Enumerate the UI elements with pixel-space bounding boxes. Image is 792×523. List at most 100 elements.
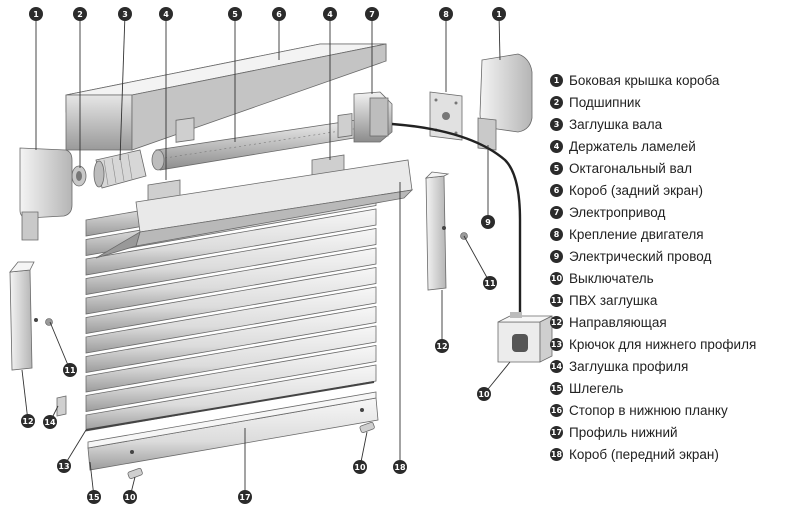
callout-badge: 4: [159, 7, 173, 21]
callout-number: 12: [436, 342, 447, 351]
legend-number-badge: 1: [550, 73, 563, 87]
callout-badge: 9: [481, 215, 495, 229]
callout-badge: 2: [73, 7, 87, 21]
slat-holder-band-right: [337, 113, 353, 138]
slat: [85, 345, 377, 412]
legend-number-badge: 6: [550, 183, 563, 197]
slat: [85, 286, 377, 354]
motor-mount: [429, 91, 463, 141]
legend-label: Крепление двигателя: [569, 226, 704, 242]
stopper-right: [359, 421, 375, 433]
callout-badge: 4: [323, 7, 337, 21]
slat-curtain: [85, 169, 377, 432]
legend-item: 5 Октагональный вал: [550, 157, 790, 179]
legend-number-badge: 5: [550, 161, 563, 175]
legend-number-badge: 10: [550, 271, 563, 285]
callout-badge: 7: [365, 7, 379, 21]
callout-badge: 10: [477, 387, 491, 401]
electric-wire: [391, 122, 522, 320]
side-cover-right: [477, 53, 533, 151]
legend-label: Боковая крышка короба: [569, 72, 720, 88]
legend-label: Электрический провод: [569, 248, 712, 264]
callout-number: 4: [327, 10, 333, 19]
leader-line: [63, 429, 87, 467]
callout-badge: 10: [353, 460, 367, 474]
callout-badge: 12: [435, 339, 449, 353]
callout-number: 1: [496, 10, 502, 19]
slat: [85, 325, 377, 393]
callout-badge: 6: [272, 7, 286, 21]
callout-number: 4: [163, 10, 169, 19]
callout-badge: 13: [57, 459, 71, 473]
legend-label: Держатель ламелей: [569, 138, 696, 154]
legend-number-badge: 15: [550, 381, 563, 395]
callout-number: 10: [124, 493, 136, 502]
bearing: [71, 165, 87, 187]
callout-badge: 1: [492, 7, 506, 21]
slat: [85, 267, 377, 334]
callout-badge: 3: [118, 7, 132, 21]
leader-line: [498, 13, 501, 61]
side-cover-left: [19, 147, 73, 241]
bottom-profile: [87, 391, 379, 471]
legend-label: Заглушка вала: [569, 116, 663, 132]
callout-number: 10: [354, 463, 366, 472]
legend-label: Заглушка профиля: [569, 358, 689, 374]
legend-label: Октагональный вал: [569, 160, 692, 176]
slat-holder-band-left: [175, 117, 195, 143]
legend-number-badge: 16: [550, 403, 563, 417]
slat: [85, 306, 377, 373]
legend-label: Выключатель: [569, 270, 654, 286]
legend-item: 16 Стопор в нижнюю планку: [550, 399, 790, 421]
leader-line: [21, 369, 29, 422]
legend-number-badge: 4: [550, 139, 563, 153]
callout-badge: 17: [238, 490, 252, 504]
box-back-screen: [65, 43, 387, 151]
legend-item: 14 Заглушка профиля: [550, 355, 790, 377]
profile-cap: [56, 395, 67, 417]
callout-number: 7: [369, 10, 375, 19]
legend-number-badge: 17: [550, 425, 563, 439]
callout-number: 17: [239, 493, 250, 502]
callout-badge: 14: [43, 415, 57, 429]
guide-rail-right: [424, 171, 450, 291]
legend-number-badge: 12: [550, 315, 563, 329]
legend-number-badge: 14: [550, 359, 563, 373]
legend-label: Шлегель: [569, 380, 624, 396]
legend-label: Стопор в нижнюю планку: [569, 402, 728, 418]
legend-label: Профиль нижний: [569, 424, 678, 440]
slat: [85, 208, 377, 276]
legend-item: 3 Заглушка вала: [550, 113, 790, 135]
slat: [85, 364, 377, 432]
callout-badge: 12: [21, 414, 35, 428]
callout-number: 18: [394, 463, 406, 472]
callout-number: 14: [44, 418, 56, 427]
legend-number-badge: 2: [550, 95, 563, 109]
callout-number: 6: [276, 10, 282, 19]
leader-lines: [21, 13, 511, 498]
legend-item: 10 Выключатель: [550, 267, 790, 289]
callout-badge: 8: [439, 7, 453, 21]
legend-number-badge: 13: [550, 337, 563, 351]
callout-badge: 11: [63, 363, 77, 377]
callout-number: 1: [33, 10, 39, 19]
callout-number: 12: [22, 417, 33, 426]
box-front-screen: [95, 159, 414, 259]
callout-badge: 1: [29, 7, 43, 21]
guide-rail-left: [9, 261, 38, 371]
callout-badge: 5: [228, 7, 242, 21]
shaft-cap: [93, 149, 147, 189]
legend-label: Короб (передний экран): [569, 446, 719, 462]
stopper-left: [127, 467, 143, 479]
legend-item: 17 Профиль нижний: [550, 421, 790, 443]
legend-number-badge: 18: [550, 447, 563, 461]
legend-item: 4 Держатель ламелей: [550, 135, 790, 157]
legend-number-badge: 3: [550, 117, 563, 131]
